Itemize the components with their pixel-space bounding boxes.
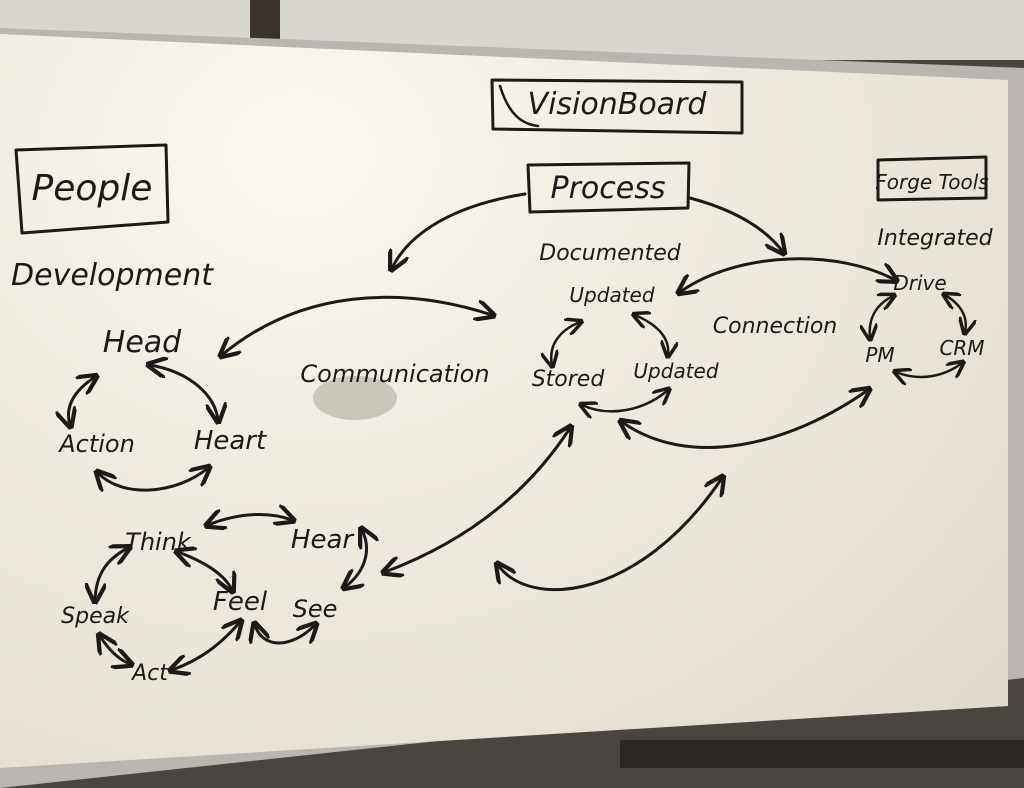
drive-label: Drive [893,271,946,295]
communication-label: Communication [300,360,489,388]
people-label: People [32,168,153,209]
process-stored: Stored [532,367,606,392]
title-box: VisionBoard [490,78,744,135]
eraser-smudge [313,376,397,420]
act-label: Act [130,661,169,686]
marker-tray [620,740,1024,768]
process-updated-right: Updated [633,359,718,383]
action-label: Action [57,430,135,458]
speak-label: Speak [61,604,130,629]
whiteboard-drawing: VisionBoard People Process Forge Tools D… [11,78,994,686]
head-label: Head [103,325,182,360]
integrated-heading: Integrated [877,226,993,251]
tools-label: Forge Tools [875,170,989,194]
development-heading: Development [11,258,214,293]
think-label: Think [125,528,192,556]
background-doorframe [250,0,280,40]
process-box: Process [526,161,691,214]
process-label: Process [551,171,666,206]
documented-heading: Documented [539,241,682,266]
connection-label: Connection [713,314,837,339]
people-box: People [14,143,170,235]
feel-label: Feel [213,587,268,617]
tools-box: Forge Tools [875,155,989,202]
process-updated-top: Updated [569,283,654,307]
crm-label: CRM [939,336,984,360]
heart-label: Heart [194,426,267,456]
pm-label: PM [865,343,894,367]
see-label: See [293,595,338,623]
hear-label: Hear [291,525,355,555]
board-title: VisionBoard [528,87,708,122]
